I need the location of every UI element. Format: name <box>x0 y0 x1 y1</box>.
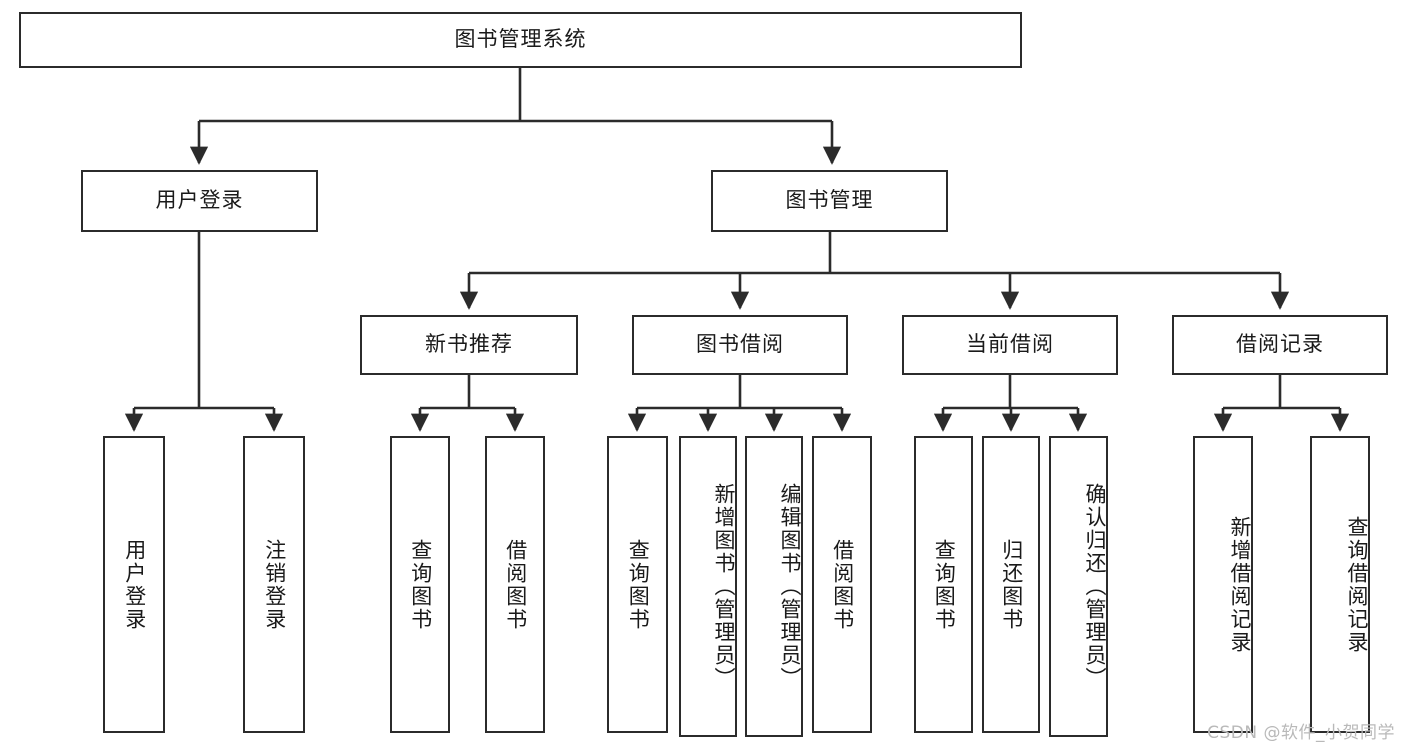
node-leaf-query-borrow-record-label: 查询借阅记录 <box>1345 515 1369 654</box>
node-leaf-query-book-current[interactable]: 查询图书 <box>914 436 973 733</box>
node-leaf-borrow-book-recommend-label: 借阅图书 <box>503 538 528 631</box>
node-leaf-add-book-admin-label: 新增图书（管理员） <box>712 483 736 690</box>
node-user-login[interactable]: 用户登录 <box>81 170 318 232</box>
node-leaf-query-book-recommend-label: 查询图书 <box>408 538 433 631</box>
node-leaf-add-book-admin[interactable]: 新增图书（管理员） <box>679 436 737 737</box>
node-book-manage-label: 图书管理 <box>785 188 874 213</box>
node-new-book-recommend[interactable]: 新书推荐 <box>360 315 578 375</box>
node-leaf-confirm-return-admin[interactable]: 确认归还（管理员） <box>1049 436 1108 737</box>
node-new-book-recommend-label: 新书推荐 <box>425 332 513 357</box>
node-book-borrow-label: 图书借阅 <box>696 332 784 357</box>
node-leaf-edit-book-admin-label: 编辑图书（管理员） <box>778 483 802 690</box>
node-leaf-borrow-book-borrow-label: 借阅图书 <box>830 538 855 631</box>
node-leaf-query-book-borrow-label: 查询图书 <box>626 538 651 631</box>
node-leaf-add-borrow-record[interactable]: 新增借阅记录 <box>1193 436 1253 733</box>
node-leaf-user-login[interactable]: 用户登录 <box>103 436 165 733</box>
node-current-borrow-label: 当前借阅 <box>966 332 1054 357</box>
node-leaf-query-borrow-record[interactable]: 查询借阅记录 <box>1310 436 1370 733</box>
node-leaf-query-book-recommend[interactable]: 查询图书 <box>390 436 450 733</box>
node-book-borrow[interactable]: 图书借阅 <box>632 315 848 375</box>
node-leaf-return-book-label: 归还图书 <box>999 538 1024 631</box>
node-leaf-edit-book-admin[interactable]: 编辑图书（管理员） <box>745 436 803 737</box>
node-leaf-return-book[interactable]: 归还图书 <box>982 436 1040 733</box>
node-leaf-logout-label: 注销登录 <box>262 538 287 631</box>
node-leaf-add-borrow-record-label: 新增借阅记录 <box>1228 515 1252 654</box>
node-leaf-query-book-borrow[interactable]: 查询图书 <box>607 436 668 733</box>
node-leaf-user-login-label: 用户登录 <box>122 538 147 631</box>
node-root-label: 图书管理系统 <box>454 27 587 52</box>
node-leaf-logout[interactable]: 注销登录 <box>243 436 305 733</box>
node-leaf-confirm-return-admin-label: 确认归还（管理员） <box>1083 483 1107 690</box>
node-book-manage[interactable]: 图书管理 <box>711 170 948 232</box>
node-leaf-borrow-book-recommend[interactable]: 借阅图书 <box>485 436 545 733</box>
node-current-borrow[interactable]: 当前借阅 <box>902 315 1118 375</box>
node-user-login-label: 用户登录 <box>155 188 244 213</box>
node-root-system[interactable]: 图书管理系统 <box>19 12 1022 68</box>
node-leaf-query-book-current-label: 查询图书 <box>932 538 957 631</box>
node-borrow-record-label: 借阅记录 <box>1236 332 1324 357</box>
watermark-text: CSDN @软件_小贺同学 <box>1207 723 1395 743</box>
node-borrow-record[interactable]: 借阅记录 <box>1172 315 1388 375</box>
node-leaf-borrow-book-borrow[interactable]: 借阅图书 <box>812 436 872 733</box>
